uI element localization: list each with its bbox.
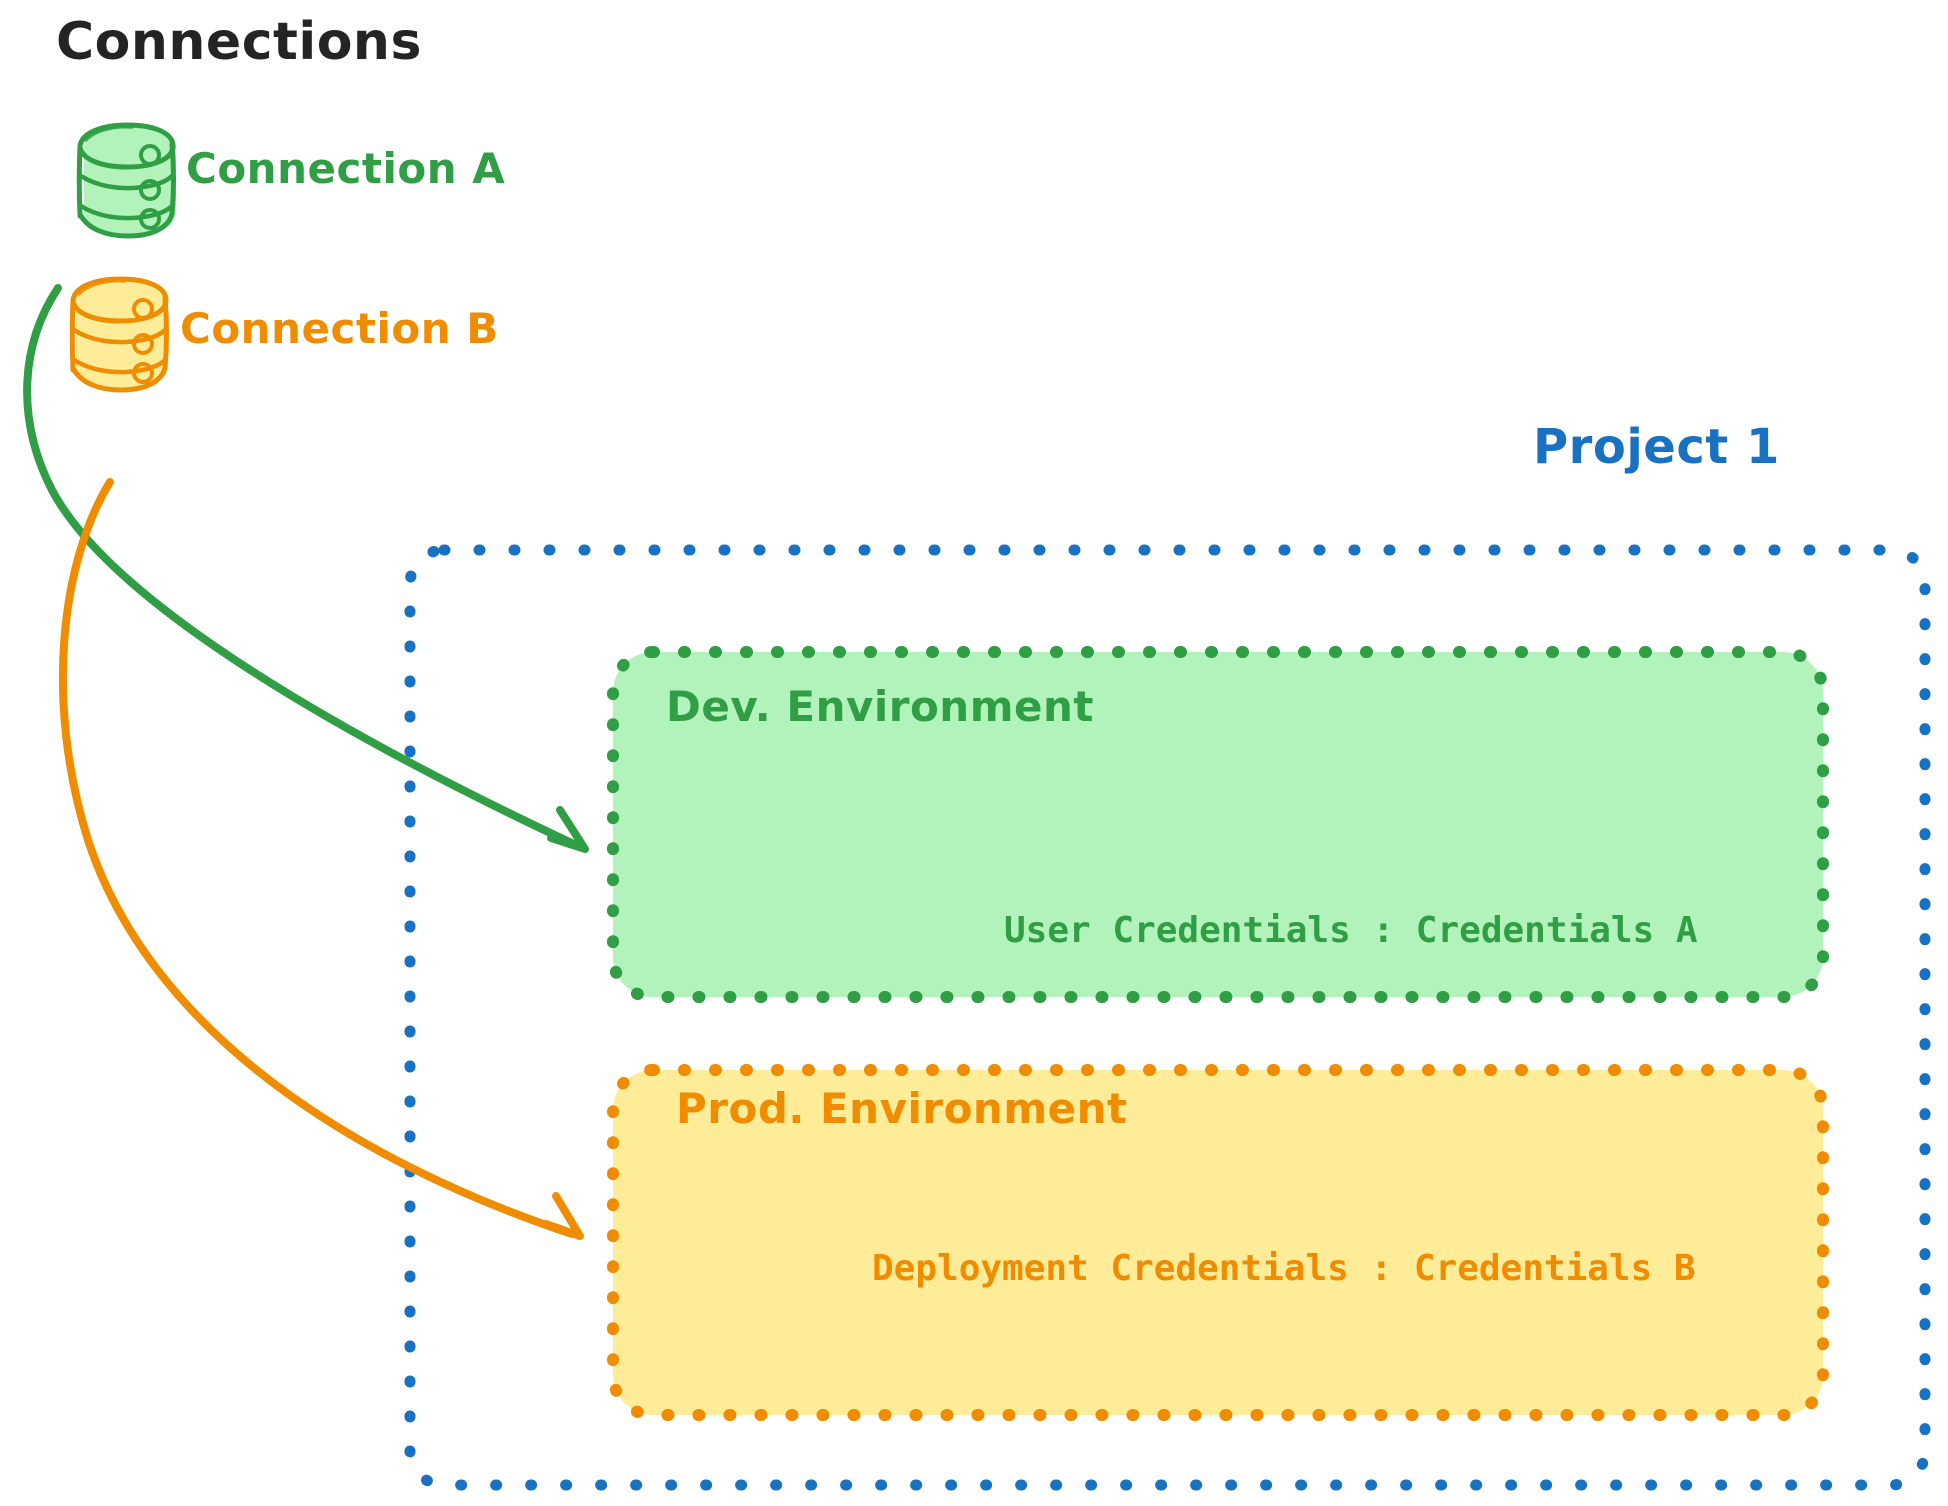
prod-environment-box[interactable]	[607, 1064, 1829, 1421]
connection-a-label: Connection A	[186, 144, 506, 193]
database-icon-connection-a[interactable]	[76, 122, 176, 239]
prod-environment-title: Prod. Environment	[676, 1084, 1128, 1133]
dev-environment-box[interactable]	[607, 646, 1829, 1003]
arrow-connection-b-to-prod-environment	[58, 478, 584, 1240]
connection-b-label: Connection B	[180, 304, 499, 353]
prod-environment-credentials: Deployment Credentials : Credentials B	[872, 1248, 1696, 1289]
arrow-connection-a-to-dev-environment	[23, 284, 589, 853]
dev-environment-credentials: User Credentials : Credentials A	[1004, 910, 1698, 951]
project-title: Project 1	[1533, 419, 1780, 475]
page-title: Connections	[56, 12, 422, 72]
database-icon-connection-b[interactable]	[69, 276, 169, 393]
dev-environment-title: Dev. Environment	[666, 682, 1094, 731]
